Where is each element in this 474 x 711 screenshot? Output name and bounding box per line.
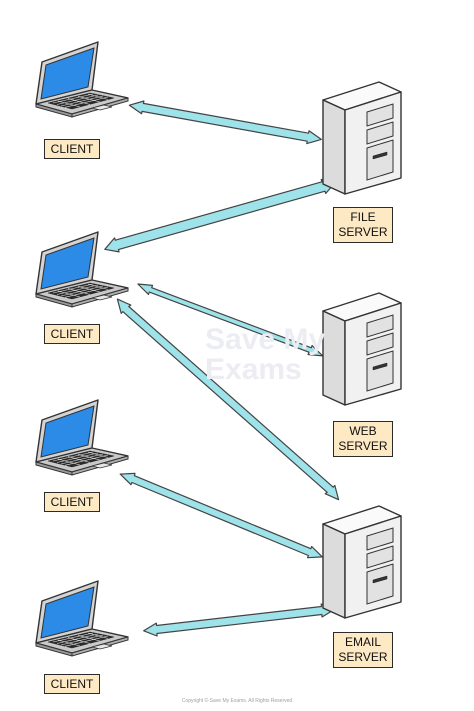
email-server-tower [322,505,402,619]
arrow-client2-email-server [116,298,340,501]
client-label-4: CLIENT [44,674,100,694]
client-laptop-4 [35,580,129,657]
arrow-client3-email-server [119,472,323,559]
watermark: Save My Exams [205,323,326,386]
arrow-client4-email-server [143,603,336,637]
arrow-client1-file-server [128,100,322,145]
client-laptop-3 [35,399,129,476]
connections [104,100,340,637]
web-server-tower [322,292,402,406]
arrow-client2-file-server [104,178,337,253]
client-label-3: CLIENT [44,492,100,512]
client-label-2: CLIENT [44,324,100,344]
email-server-label: EMAIL SERVER [333,632,393,668]
file-server-label: FILE SERVER [333,207,393,243]
web-server-label: WEB SERVER [333,421,393,457]
copyright-notice: Copyright © Save My Exams. All Rights Re… [181,698,293,704]
client-label-1: CLIENT [44,139,100,159]
client-laptop-1 [35,41,129,118]
file-server-tower [322,81,402,195]
